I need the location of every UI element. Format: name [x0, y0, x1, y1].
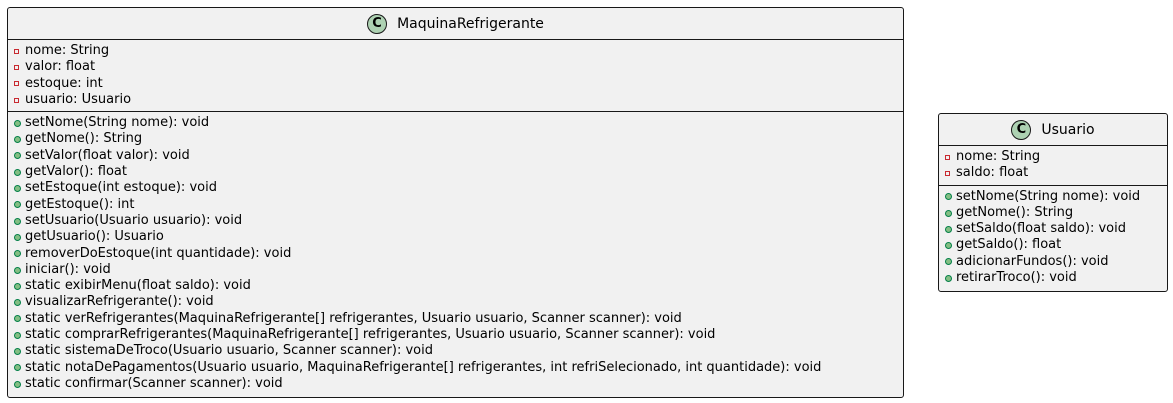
- attribute-row: nome: String: [945, 149, 1167, 165]
- public-visibility-icon: [945, 209, 952, 217]
- method-text: getSaldo(): float: [956, 237, 1062, 253]
- method-row: setSaldo(float saldo): void: [945, 221, 1167, 237]
- method-text: setValor(float valor): void: [25, 147, 190, 163]
- method-row: static notaDePagamentos(Usuario usuario,…: [14, 360, 903, 376]
- method-text: iniciar(): void: [25, 261, 111, 277]
- method-row: visualizarRefrigerante(): void: [14, 294, 903, 310]
- public-visibility-icon: [14, 299, 21, 307]
- class-header: C Usuario: [939, 114, 1167, 146]
- attribute-row: estoque: int: [14, 76, 903, 92]
- method-text: setNome(String nome): void: [25, 115, 210, 131]
- attribute-row: nome: String: [14, 43, 903, 59]
- method-row: setNome(String nome): void: [945, 189, 1167, 205]
- public-visibility-icon: [945, 225, 952, 233]
- public-visibility-icon: [14, 201, 21, 209]
- method-text: setUsuario(Usuario usuario): void: [25, 212, 243, 228]
- class-header: C MaquinaRefrigerante: [8, 8, 903, 40]
- public-visibility-icon: [945, 274, 952, 282]
- public-visibility-icon: [14, 233, 21, 241]
- attributes-section: nome: String saldo: float: [939, 146, 1167, 186]
- attribute-text: valor: float: [25, 59, 96, 75]
- class-name: MaquinaRefrigerante: [397, 15, 544, 32]
- public-visibility-icon: [14, 347, 21, 355]
- method-text: getValor(): float: [25, 164, 127, 180]
- class-stereotype-icon: C: [367, 13, 388, 34]
- class-maquinarefrigerante[interactable]: C MaquinaRefrigerante nome: String valor…: [7, 7, 904, 398]
- attribute-row: valor: float: [14, 59, 903, 75]
- method-row: getSaldo(): float: [945, 237, 1167, 253]
- public-visibility-icon: [14, 331, 21, 339]
- class-name: Usuario: [1041, 121, 1095, 138]
- method-row: static exibirMenu(float saldo): void: [14, 278, 903, 294]
- method-row: removerDoEstoque(int quantidade): void: [14, 246, 903, 262]
- method-row: getNome(): String: [945, 205, 1167, 221]
- method-text: retirarTroco(): void: [956, 270, 1077, 286]
- method-text: adicionarFundos(): void: [956, 253, 1109, 269]
- public-visibility-icon: [14, 315, 21, 323]
- public-visibility-icon: [14, 168, 21, 176]
- public-visibility-icon: [14, 380, 21, 388]
- method-text: setEstoque(int estoque): void: [25, 180, 217, 196]
- method-text: static exibirMenu(float saldo): void: [25, 278, 251, 294]
- attribute-text: nome: String: [25, 43, 110, 58]
- methods-section: setNome(String nome): void getNome(): St…: [8, 112, 903, 395]
- method-row: setValor(float valor): void: [14, 148, 903, 164]
- method-text: setNome(String nome): void: [956, 188, 1141, 204]
- class-usuario[interactable]: C Usuario nome: String saldo: float setN…: [938, 113, 1168, 292]
- private-visibility-icon: [14, 81, 19, 87]
- method-text: getNome(): String: [25, 131, 143, 147]
- public-visibility-icon: [14, 217, 21, 225]
- method-row: getValor(): float: [14, 164, 903, 180]
- method-text: static sistemaDeTroco(Usuario usuario, S…: [25, 343, 433, 359]
- public-visibility-icon: [14, 119, 21, 127]
- public-visibility-icon: [945, 258, 952, 266]
- attribute-text: usuario: Usuario: [25, 91, 132, 107]
- method-row: iniciar(): void: [14, 262, 903, 278]
- attribute-text: estoque: int: [25, 75, 103, 91]
- method-text: static comprarRefrigerantes(MaquinaRefri…: [25, 327, 716, 343]
- class-stereotype-icon: C: [1011, 119, 1032, 140]
- public-visibility-icon: [14, 152, 21, 160]
- private-visibility-icon: [945, 154, 950, 160]
- method-text: static verRefrigerantes(MaquinaRefrigera…: [25, 310, 682, 326]
- private-visibility-icon: [14, 48, 19, 54]
- method-text: getNome(): String: [956, 204, 1074, 220]
- methods-section: setNome(String nome): void getNome(): St…: [939, 186, 1167, 290]
- method-text: static notaDePagamentos(Usuario usuario,…: [25, 359, 822, 375]
- method-row: getUsuario(): Usuario: [14, 229, 903, 245]
- method-row: static verRefrigerantes(MaquinaRefrigera…: [14, 311, 903, 327]
- method-text: removerDoEstoque(int quantidade): void: [25, 245, 292, 261]
- attribute-row: usuario: Usuario: [14, 92, 903, 108]
- public-visibility-icon: [14, 136, 21, 144]
- method-row: setEstoque(int estoque): void: [14, 180, 903, 196]
- attributes-section: nome: String valor: float estoque: int u…: [8, 40, 903, 113]
- method-row: getNome(): String: [14, 131, 903, 147]
- public-visibility-icon: [14, 185, 21, 193]
- method-row: setUsuario(Usuario usuario): void: [14, 213, 903, 229]
- method-row: static confirmar(Scanner scanner): void: [14, 376, 903, 392]
- method-text: visualizarRefrigerante(): void: [25, 294, 214, 310]
- method-row: retirarTroco(): void: [945, 270, 1167, 286]
- method-text: static confirmar(Scanner scanner): void: [25, 375, 283, 391]
- attribute-text: saldo: float: [956, 165, 1029, 181]
- public-visibility-icon: [14, 266, 21, 274]
- public-visibility-icon: [945, 242, 952, 250]
- public-visibility-icon: [14, 282, 21, 290]
- method-text: setSaldo(float saldo): void: [956, 221, 1126, 237]
- method-text: getEstoque(): int: [25, 196, 135, 212]
- private-visibility-icon: [14, 64, 19, 70]
- private-visibility-icon: [14, 97, 19, 103]
- method-row: setNome(String nome): void: [14, 115, 903, 131]
- method-row: static comprarRefrigerantes(MaquinaRefri…: [14, 327, 903, 343]
- private-visibility-icon: [945, 170, 950, 176]
- attribute-text: nome: String: [956, 149, 1041, 164]
- method-row: getEstoque(): int: [14, 197, 903, 213]
- method-row: static sistemaDeTroco(Usuario usuario, S…: [14, 343, 903, 359]
- method-row: adicionarFundos(): void: [945, 254, 1167, 270]
- public-visibility-icon: [945, 193, 952, 201]
- attribute-row: saldo: float: [945, 165, 1167, 181]
- public-visibility-icon: [14, 364, 21, 372]
- public-visibility-icon: [14, 250, 21, 258]
- method-text: getUsuario(): Usuario: [25, 229, 164, 245]
